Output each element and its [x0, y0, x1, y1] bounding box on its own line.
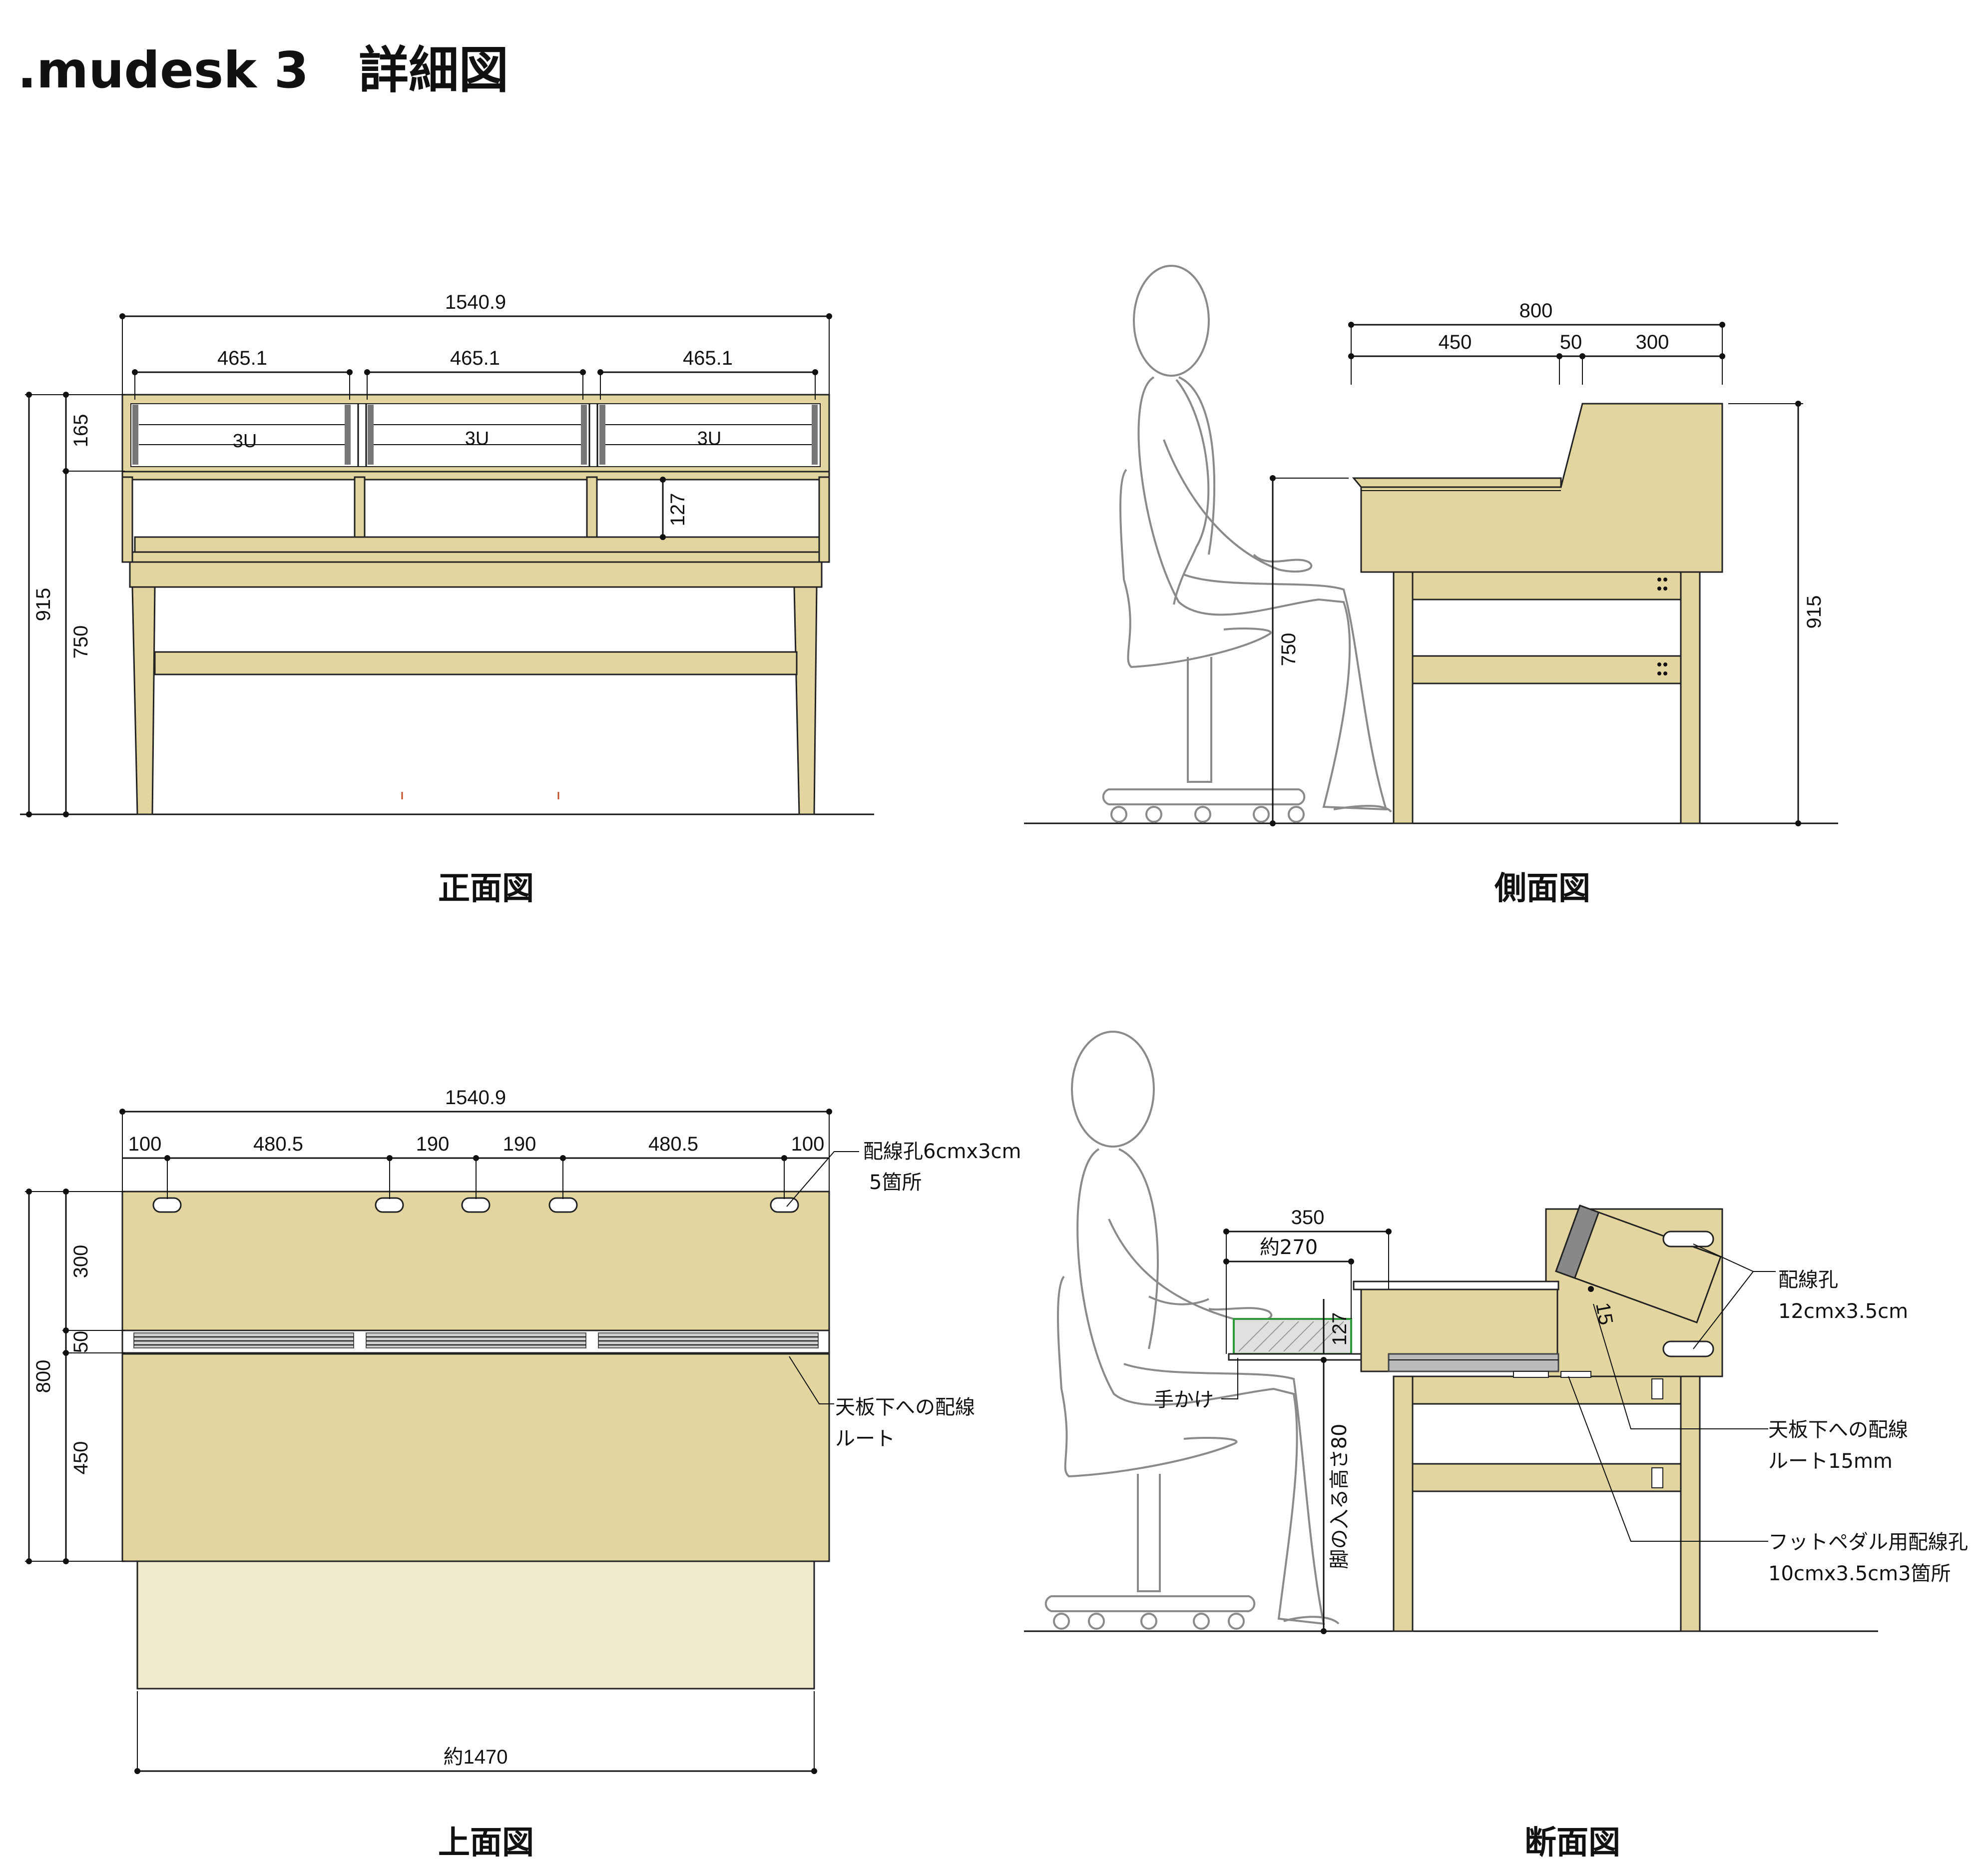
dim-hole-offset: 480.5	[253, 1133, 303, 1155]
dim-depth-gap: 50	[1560, 331, 1582, 353]
note-cable-holes: 配線孔6cmx3cm	[863, 1140, 1021, 1163]
note-handle: 手かけ	[1154, 1388, 1214, 1411]
caption-front: 正面図	[438, 870, 534, 907]
caption-top: 上面図	[438, 1825, 534, 1862]
dim-knee-height: 脚の入る高さ80	[1328, 1424, 1351, 1569]
note-cable-holes-count: 5箇所	[869, 1171, 922, 1194]
dim-gap: 127	[667, 493, 689, 527]
rack-unit-label: 3U	[233, 431, 257, 452]
dim-bay: 465.1	[683, 347, 733, 369]
side-leg-front	[1393, 571, 1414, 824]
dim-height-upper: 165	[70, 414, 92, 448]
rack-unit-label: 3U	[465, 428, 490, 449]
top-under-area	[136, 1560, 815, 1690]
section-view: 350 約270 127 脚の入る高さ80 15 手かけ 配線孔 12cmx3.…	[1024, 1031, 1968, 1862]
front-leg-left	[131, 586, 156, 815]
dim-bay: 465.1	[217, 347, 267, 369]
top-desktop	[121, 1353, 830, 1562]
note-route: 天板下への配線	[835, 1396, 975, 1419]
front-leg-right	[793, 586, 818, 815]
dim-tray-inner: 約270	[1260, 1236, 1318, 1259]
side-view: 800 450 50 300 750 915 側面図	[1024, 265, 1838, 907]
note-pedal-hole-size: 10cmx3.5cm3箇所	[1768, 1562, 1951, 1585]
note-route: ルート	[835, 1427, 895, 1450]
sheet-title: .mudesk 3 詳細図	[17, 41, 508, 99]
seated-figure	[1102, 265, 1392, 823]
top-view: 1540.9 100 480.5 190 190 480.5 100 配線孔6c…	[25, 1087, 1021, 1862]
caption-section: 断面図	[1524, 1825, 1620, 1862]
side-leg-rear	[1680, 571, 1701, 824]
dim-depth-rear: 300	[1636, 331, 1669, 353]
dim-depth-total: 800	[32, 1360, 54, 1393]
dim-under-width: 約1470	[444, 1746, 508, 1768]
dim-bay: 465.1	[450, 347, 500, 369]
dim-hole-offset: 100	[791, 1133, 825, 1155]
dim-depth-front: 450	[70, 1441, 92, 1475]
dim-depth-gap: 50	[70, 1331, 92, 1353]
front-desktop	[129, 561, 823, 588]
dim-total-width: 1540.9	[445, 291, 506, 313]
front-view: 3U 3U 3U 1540.9	[20, 291, 874, 907]
dim-total-height: 915	[1803, 596, 1825, 629]
dim-slot: 15	[1591, 1301, 1617, 1326]
note-cable-hole: 配線孔	[1778, 1268, 1838, 1291]
dim-tray-height: 127	[1329, 1312, 1351, 1346]
dim-depth-front: 450	[1439, 331, 1472, 353]
dim-hole-offset: 190	[503, 1133, 536, 1155]
dim-hole-offset: 480.5	[648, 1133, 698, 1155]
note-cable-hole-size: 12cmx3.5cm	[1778, 1300, 1908, 1323]
dim-desk-height: 750	[1278, 633, 1300, 666]
note-route: 天板下への配線	[1768, 1418, 1908, 1441]
dim-height-desk: 750	[70, 625, 92, 659]
dim-depth-total: 800	[1519, 300, 1553, 322]
rack-unit-label: 3U	[697, 428, 722, 449]
dim-height-total: 915	[32, 588, 54, 622]
note-route-width: ルート15mm	[1768, 1450, 1893, 1473]
caption-side: 側面図	[1494, 870, 1590, 907]
dim-depth-rear: 300	[70, 1245, 92, 1278]
dim-total-width: 1540.9	[445, 1087, 506, 1109]
note-pedal-hole: フットペダル用配線孔	[1768, 1531, 1968, 1554]
cable-hole	[152, 1197, 799, 1213]
dim-hole-offset: 190	[416, 1133, 450, 1155]
dim-tray-depth: 350	[1291, 1207, 1325, 1229]
dim-hole-offset: 100	[128, 1133, 162, 1155]
